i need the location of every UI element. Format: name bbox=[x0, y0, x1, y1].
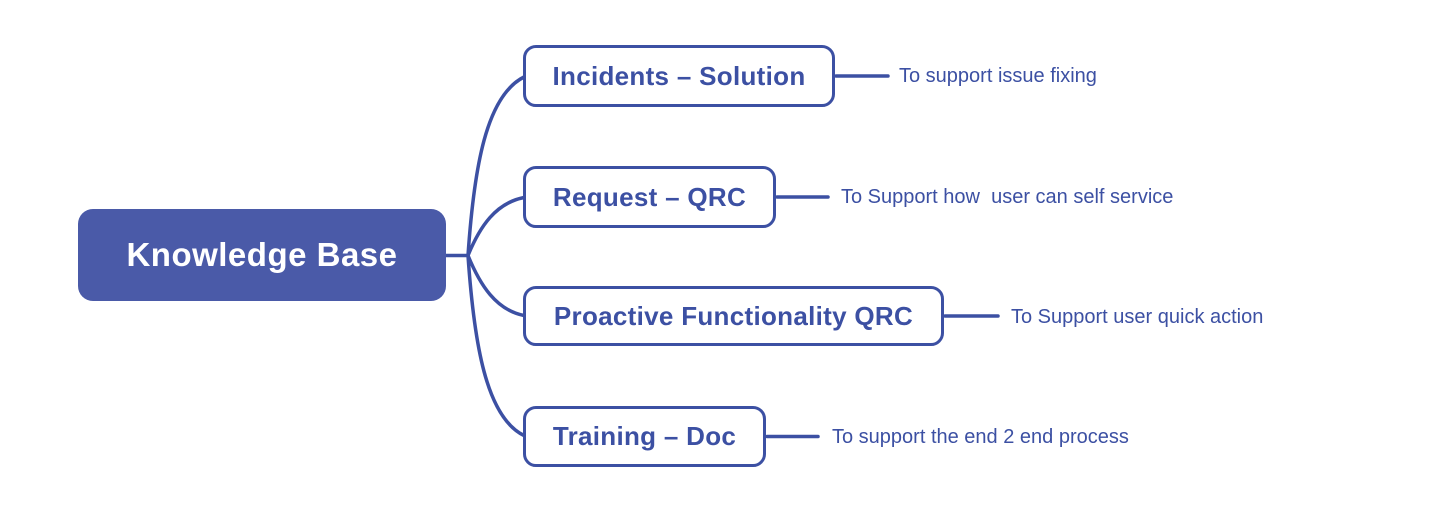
child-node-label: Proactive Functionality QRC bbox=[553, 300, 914, 331]
child-node-training-doc[interactable]: Training – Doc bbox=[523, 406, 766, 467]
root-node-knowledge-base[interactable]: Knowledge Base bbox=[78, 209, 446, 301]
note-proactive-functionality-qrc[interactable]: To Support user quick action bbox=[1011, 306, 1264, 328]
branch-connector-proactive bbox=[466, 253, 526, 318]
child-node-request-qrc[interactable]: Request – QRC bbox=[523, 166, 776, 228]
root-node-label: Knowledge Base bbox=[126, 236, 398, 273]
branch-connector-training bbox=[466, 253, 526, 438]
child-node-incidents-solution[interactable]: Incidents – Solution bbox=[523, 45, 835, 107]
note-request-qrc[interactable]: To Support how user can self service bbox=[841, 186, 1174, 208]
child-node-label: Request – QRC bbox=[552, 181, 747, 212]
branch-connector-request bbox=[466, 195, 526, 258]
note-incidents-solution[interactable]: To support issue fixing bbox=[899, 65, 1097, 87]
child-node-proactive-functionality-qrc[interactable]: Proactive Functionality QRC bbox=[523, 286, 944, 346]
note-training-doc[interactable]: To support the end 2 end process bbox=[832, 426, 1129, 448]
child-node-label: Incidents – Solution bbox=[552, 60, 806, 91]
branch-connector-incidents bbox=[466, 75, 526, 258]
child-node-label: Training – Doc bbox=[552, 421, 737, 451]
